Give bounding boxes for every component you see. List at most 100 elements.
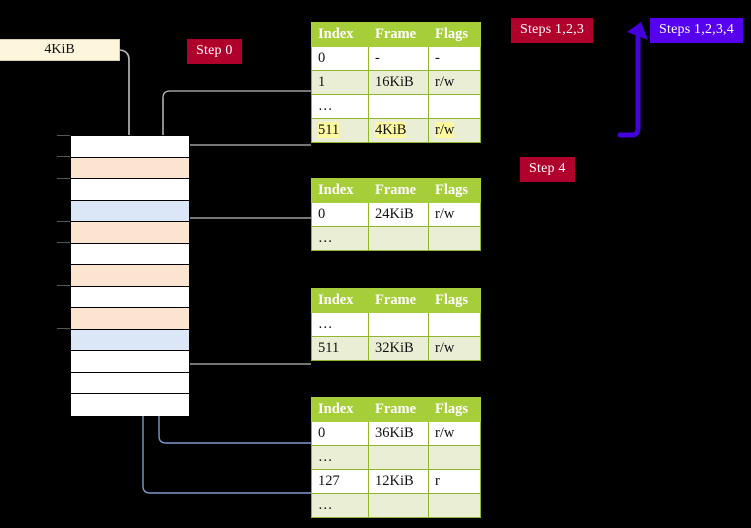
table-row[interactable]: 0-- [311,46,481,71]
table-cell [428,226,481,251]
table-cell: 12KiB [368,469,429,494]
memory-row [71,200,189,222]
table-cell [368,226,429,251]
physical-memory-column [70,135,190,416]
table-cell: r/w [428,118,481,143]
table-cell: 0 [311,421,369,446]
table-cell: … [311,445,369,470]
table-cell [368,445,429,470]
table-cell: r [428,469,481,494]
memory-row [71,136,189,158]
memory-row [71,265,189,287]
table-cell: 127 [311,469,369,494]
table-cell [428,493,481,518]
memory-row [71,286,189,308]
table-row[interactable]: … [311,493,481,518]
memory-tick [57,156,71,157]
table-cell: 511 [311,336,369,361]
badge-step-0: Step 0 [188,40,241,63]
table-cell: 16KiB [368,70,429,95]
memory-row [71,329,189,351]
table-cell: 0 [311,46,369,71]
highlighted-value: 4KiB [375,122,407,138]
column-header: Flags [428,178,481,203]
table-row[interactable]: … [311,445,481,470]
memory-row [71,157,189,179]
table-cell: 511 [311,118,369,143]
table-cell: 32KiB [368,336,429,361]
highlighted-value: r/w [435,122,455,138]
column-header: Flags [428,288,481,313]
table-cell: … [311,94,369,119]
badge-steps-123: Steps 1,2,3 [512,19,593,42]
memory-row [71,308,189,330]
badge-step-4: Step 4 [521,158,574,181]
table-row[interactable]: … [311,94,481,119]
table-cell [368,493,429,518]
table-cell: r/w [428,421,481,446]
column-header: Index [311,22,369,47]
table-cell [428,312,481,337]
memory-tick [57,135,71,136]
badge-steps-1234: Steps 1,2,3,4 [651,19,742,42]
table-cell: r/w [428,202,481,227]
column-header: Flags [428,397,481,422]
table-row[interactable]: … [311,226,481,251]
table-cell [368,312,429,337]
column-header: Frame [368,397,429,422]
column-header: Index [311,178,369,203]
table-cell: 0 [311,202,369,227]
memory-row [71,394,189,416]
highlighted-value: 511 [318,122,340,138]
size-box-label: 4KiB [44,42,75,57]
table-row[interactable]: 511 4KiB r/w [311,118,481,143]
memory-tick [57,221,71,222]
memory-tick [57,178,71,179]
table-cell: … [311,226,369,251]
memory-row [71,243,189,265]
table-cell: 36KiB [368,421,429,446]
table-cell [428,445,481,470]
memory-row [71,179,189,201]
table-cell: 1 [311,70,369,95]
table-row[interactable]: … [311,312,481,337]
table-cell: r/w [428,336,481,361]
memory-tick [57,242,71,243]
table-cell: 4KiB [368,118,429,143]
column-header: Frame [368,288,429,313]
table-cell: 24KiB [368,202,429,227]
table-cell: - [428,46,481,71]
size-box: 4KiB [0,39,120,61]
table-cell: … [311,493,369,518]
memory-row [71,222,189,244]
column-header: Frame [368,22,429,47]
column-header: Index [311,397,369,422]
memory-row [71,372,189,394]
table-cell [428,94,481,119]
table-cell: … [311,312,369,337]
memory-tick [57,285,71,286]
memory-row [71,351,189,373]
memory-tick [57,328,71,329]
column-header: Index [311,288,369,313]
table-cell: r/w [428,70,481,95]
table-cell: - [368,46,429,71]
column-header: Frame [368,178,429,203]
table-cell [368,94,429,119]
